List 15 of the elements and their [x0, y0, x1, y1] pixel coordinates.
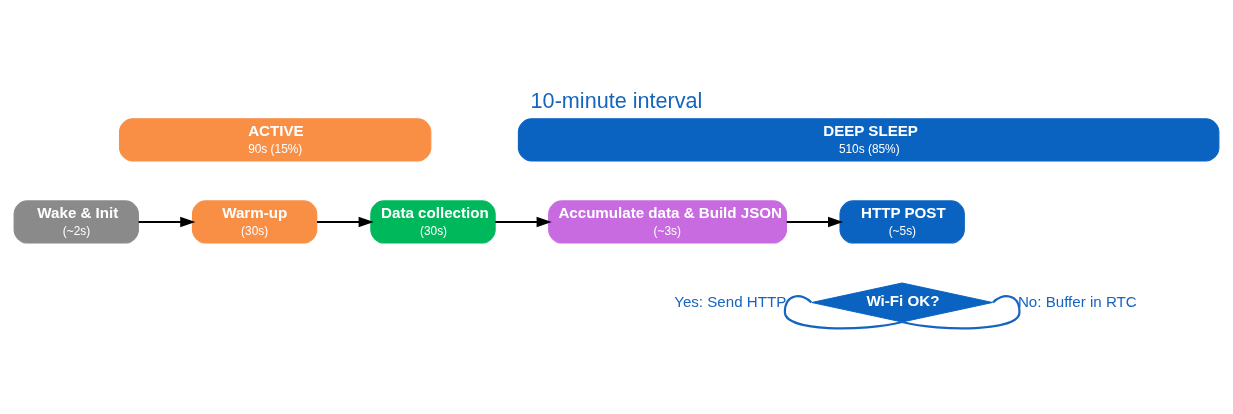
node-box: Wake & Init (~2s) — [13, 199, 139, 244]
node-box: DEEP SLEEP 510s (85%) — [517, 117, 1220, 161]
arrow — [317, 216, 374, 227]
edge-label: Yes: Send HTTP — [674, 292, 787, 310]
node-box: HTTP POST (~5s) — [839, 199, 965, 244]
node-box: Warm-up (30s) — [191, 199, 318, 244]
diagram-title: 10-minute interval — [530, 87, 703, 113]
edge-label: No: Buffer in RTC — [1017, 292, 1137, 310]
node-box: Data collection (30s) — [370, 199, 496, 244]
arrow — [495, 216, 552, 227]
node-box: Accumulate data & Build JSON (~3s) — [548, 199, 788, 244]
node-box: ACTIVE 90s (15%) — [118, 117, 432, 161]
arrow — [138, 216, 196, 227]
node-diamond: Wi-Fi OK? — [811, 282, 994, 323]
arrow — [786, 216, 844, 227]
